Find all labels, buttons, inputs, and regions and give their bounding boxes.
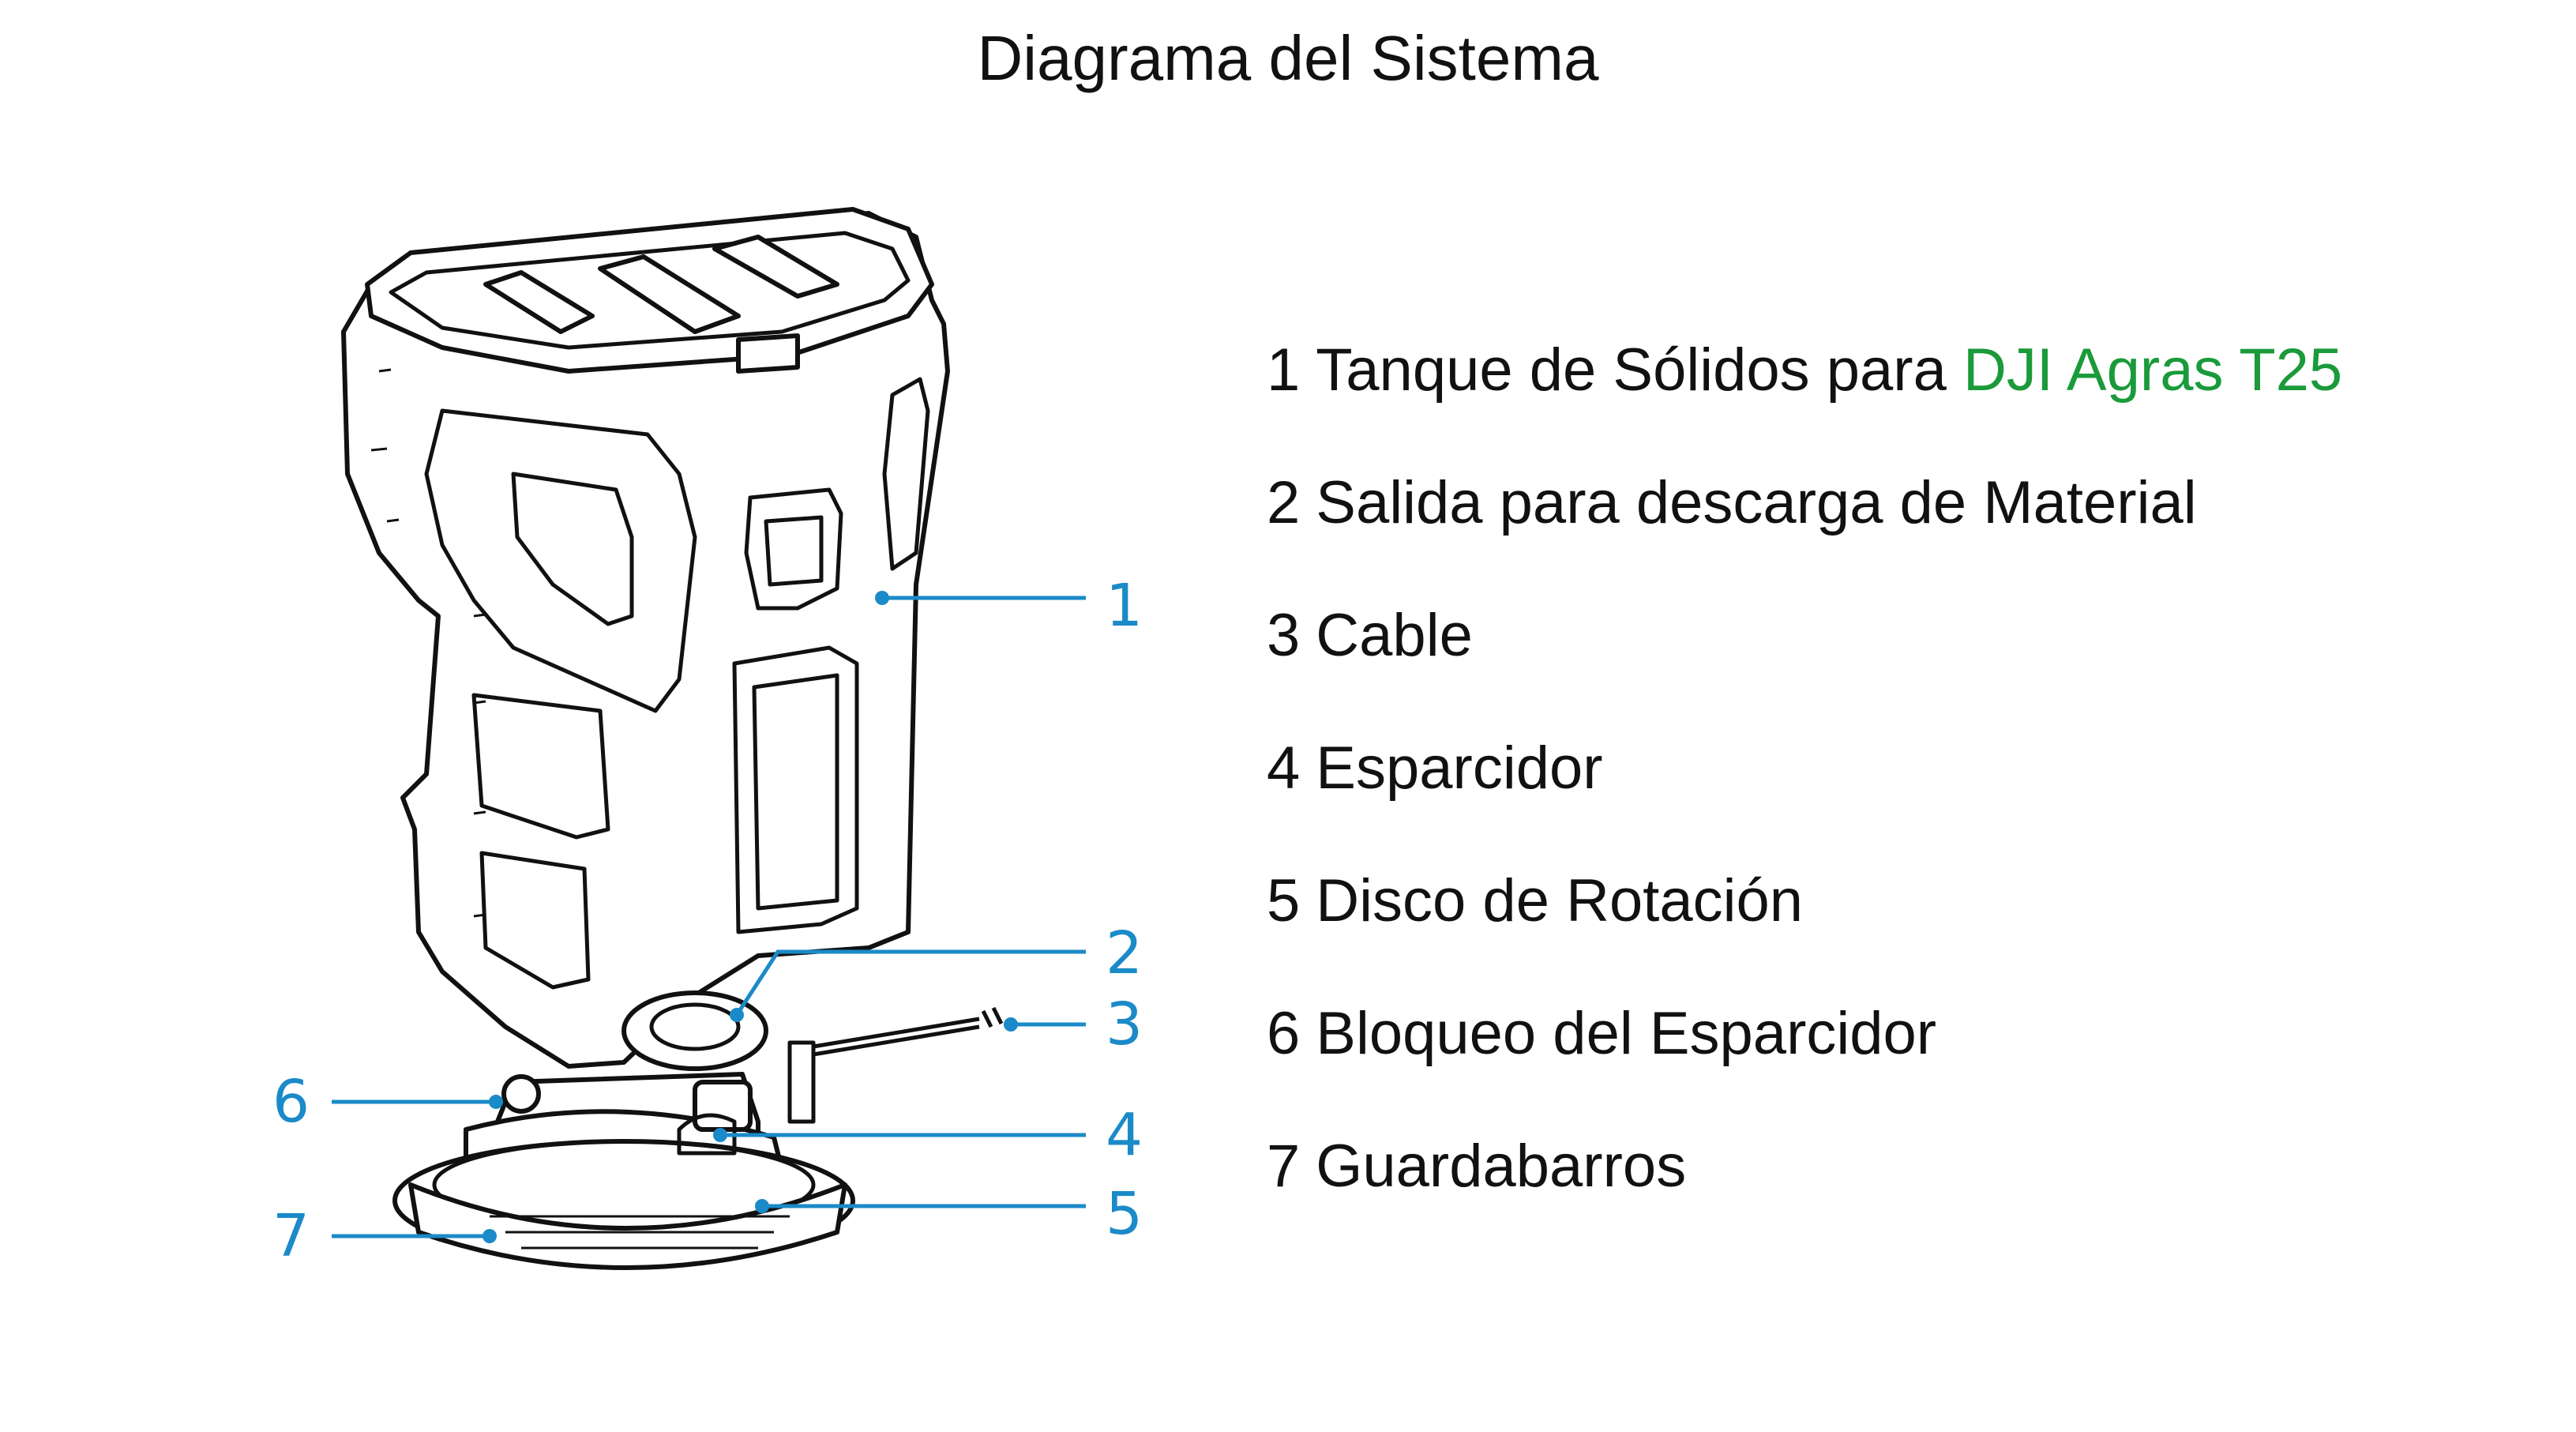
brand-name: DJI Agras T25	[1963, 336, 2343, 404]
spreader-illustration: 1 2 3 4 5 6 7	[272, 207, 1143, 1270]
callout-4: 4	[1106, 1101, 1143, 1169]
callout-7: 7	[272, 1202, 310, 1270]
callout-2: 2	[1106, 919, 1143, 987]
callout-5: 5	[1106, 1180, 1143, 1248]
callout-6: 6	[272, 1068, 310, 1136]
spreader-assembly	[392, 990, 1004, 1270]
solid-tank	[341, 207, 950, 1069]
diagram-title: Diagrama del Sistema	[977, 23, 1599, 93]
callout-1: 1	[1106, 572, 1143, 640]
callout-leaders	[332, 591, 1086, 1243]
callout-3: 3	[1106, 990, 1143, 1058]
